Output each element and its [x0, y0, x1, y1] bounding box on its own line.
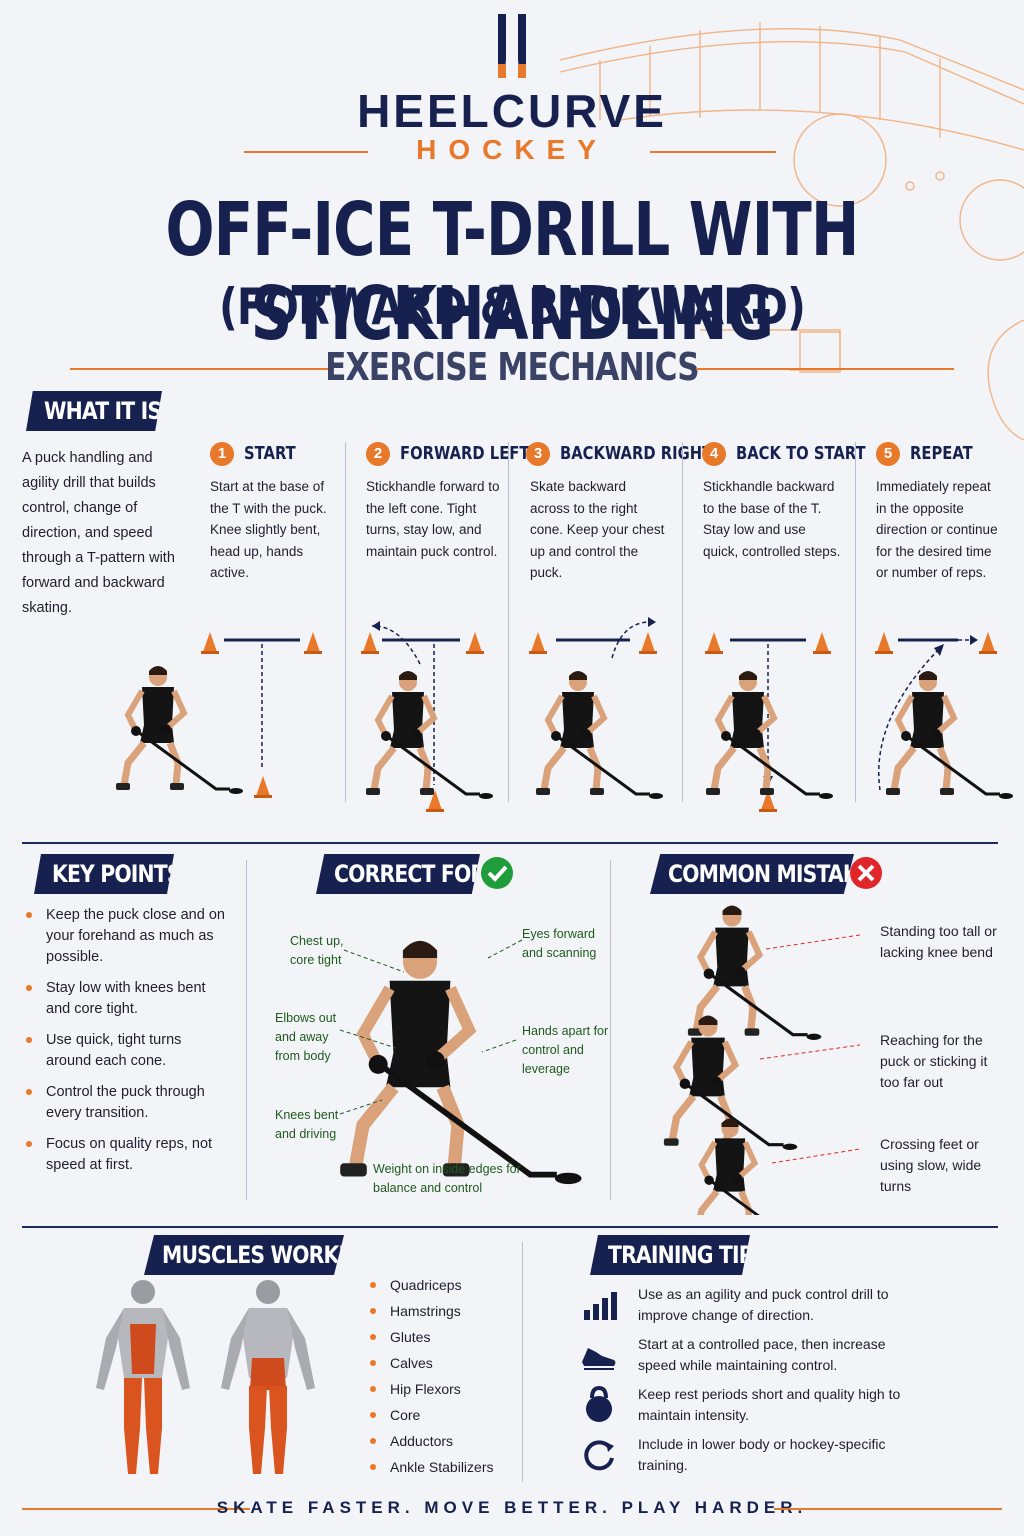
- muscles-list: Quadriceps Hamstrings Glutes Calves Hip …: [370, 1272, 494, 1480]
- training-tips-heading: TRAINING TIPS: [590, 1235, 750, 1275]
- anatomy-back: [221, 1280, 315, 1474]
- key-points-list: Keep the puck close and on your forehand…: [26, 905, 226, 1186]
- form-label-knees: Knees bent and driving: [275, 1108, 339, 1141]
- bar-chart-icon: [584, 1292, 617, 1320]
- list-item: Focus on quality reps, not speed at firs…: [26, 1134, 226, 1176]
- checkmark-icon: [481, 857, 513, 889]
- kettlebell-icon: [586, 1386, 612, 1422]
- footer-tagline: SKATE FASTER. MOVE BETTER. PLAY HARDER.: [216, 1498, 808, 1517]
- key-points-heading: KEY POINTS: [34, 854, 174, 894]
- divider: [610, 860, 611, 1200]
- list-item: Hip Flexors: [370, 1376, 494, 1402]
- divider: [696, 368, 954, 370]
- section-title: EXERCISE MECHANICS: [325, 345, 700, 389]
- form-label-hands: Hands apart for control and leverage: [522, 1024, 609, 1076]
- tip-1: Use as an agility and puck control drill…: [580, 1284, 1000, 1328]
- section-divider: [22, 1226, 998, 1228]
- brand-logo-icon: [498, 14, 526, 78]
- cycle-icon: [584, 1440, 614, 1471]
- divider: [508, 442, 509, 802]
- list-item: Calves: [370, 1350, 494, 1376]
- divider: [22, 1508, 250, 1510]
- list-item: Quadriceps: [370, 1272, 494, 1298]
- mistake-3: Crossing feet or using slow, wide turns: [880, 1136, 982, 1194]
- shoe-icon: [582, 1348, 616, 1370]
- list-item: Ankle Stabilizers: [370, 1454, 494, 1480]
- drill-2-diagram: [361, 621, 493, 812]
- drill-3-diagram: [529, 617, 663, 799]
- muscles-worked-heading: MUSCLES WORKED: [144, 1235, 344, 1275]
- divider: [522, 1242, 523, 1482]
- brand-sub: HOCKEY: [416, 134, 608, 165]
- list-item: Adductors: [370, 1428, 494, 1454]
- list-item: Control the puck through every transitio…: [26, 1082, 226, 1124]
- muscle-anatomy-figures: [96, 1280, 315, 1474]
- tip-3: Keep rest periods short and quality high…: [580, 1384, 1000, 1428]
- form-label-chest: Chest up, core tight: [290, 934, 344, 967]
- section-divider: [22, 842, 998, 844]
- page-title: OFF-ICE T-DRILL WITH STICKHANDLING: [165, 187, 859, 357]
- correct-form-heading: CORRECT FORM: [316, 854, 480, 894]
- divider: [246, 860, 247, 1200]
- common-mistakes-heading: COMMON MISTAKES: [650, 854, 854, 894]
- mistake-players: [640, 895, 861, 1215]
- form-label-eyes: Eyes forward and scanning: [522, 927, 597, 960]
- divider: [70, 368, 328, 370]
- list-item: Glutes: [370, 1324, 494, 1350]
- drill-4-diagram: [705, 632, 833, 812]
- anatomy-front: [96, 1280, 190, 1474]
- divider: [682, 442, 683, 802]
- list-item: Stay low with knees bent and core tight.: [26, 978, 226, 1020]
- divider: [774, 1508, 1002, 1510]
- divider: [345, 442, 346, 802]
- page-subtitle: (FORWARD & BACKWARD): [218, 278, 806, 336]
- form-label-weight: Weight on inside edges for balance and c…: [373, 1162, 521, 1195]
- brand-name: HEELCURVE: [357, 85, 667, 137]
- tip-4: Include in lower body or hockey-specific…: [580, 1434, 1000, 1478]
- tip-2: Start at a controlled pace, then increas…: [580, 1334, 1000, 1378]
- what-it-is-heading: WHAT IT IS: [26, 391, 162, 431]
- drill-1-diagram: [116, 632, 322, 798]
- list-item: Use quick, tight turns around each cone.: [26, 1030, 226, 1072]
- list-item: Core: [370, 1402, 494, 1428]
- what-it-is-text: A puck handling and agility drill that b…: [22, 450, 175, 616]
- mistake-2: Reaching for the puck or sticking it too…: [880, 1032, 988, 1090]
- drill-diagrams: [0, 617, 1024, 812]
- form-label-elbows: Elbows out and away from body: [275, 1011, 337, 1063]
- divider: [855, 442, 856, 802]
- correct-form-player: [260, 900, 600, 1200]
- list-item: Hamstrings: [370, 1298, 494, 1324]
- drill-5-diagram: [875, 632, 1013, 799]
- divider: [650, 151, 776, 153]
- divider: [244, 151, 368, 153]
- x-mark-icon: [850, 857, 882, 889]
- list-item: Keep the puck close and on your forehand…: [26, 905, 226, 968]
- mistake-1: Standing too tall or lacking knee bend: [880, 923, 997, 960]
